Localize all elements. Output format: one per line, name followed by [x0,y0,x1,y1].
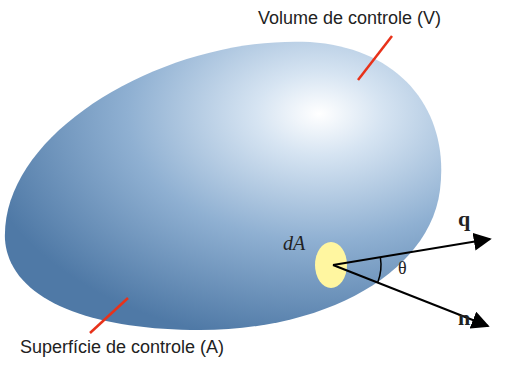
region-label: Superfície de controle (A) [20,337,224,358]
leader-line [358,36,392,80]
region-label: Volume de controle (V) [258,8,441,29]
angle-arc [378,258,381,283]
leader-line [90,298,128,333]
angle-label: θ [398,258,407,279]
flux-vector [333,239,490,265]
area-element [315,242,347,288]
vector-label: n [458,305,470,331]
vector-label: q [458,206,470,232]
area-label: dA [283,232,305,255]
control-volume [5,42,441,330]
